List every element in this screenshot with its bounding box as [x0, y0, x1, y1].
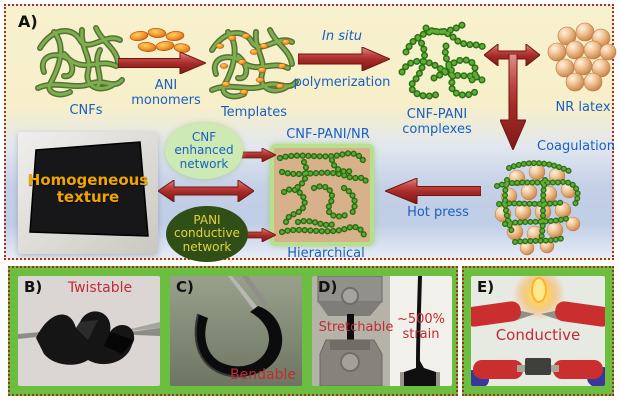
twisted-sample [36, 311, 135, 365]
panel-e-box: E) Conductive [462, 266, 614, 396]
composite-label: CNF-PANI/NR [286, 127, 370, 142]
bead-chains [398, 20, 490, 100]
ani-monomers-label: ANI monomers [131, 78, 201, 108]
panel-e: E) Conductive [471, 276, 605, 386]
alligator-clip-right [541, 301, 605, 327]
panel-a-tag: A) [18, 12, 38, 31]
panel-e-caption: Conductive [495, 326, 581, 344]
panel-c-tag: C) [176, 278, 194, 296]
template-fibers [209, 27, 299, 100]
bead-chains [276, 150, 370, 240]
double-arrow-icon [158, 180, 254, 202]
arrow-right-icon [118, 52, 206, 74]
black-sample [29, 141, 149, 237]
clamp-bottom [319, 339, 383, 386]
bead-chains [494, 160, 581, 245]
cnf-network-graphic [35, 25, 125, 98]
cnf-pani-complexes-graphic [398, 20, 490, 100]
sample-strip [347, 314, 354, 342]
arrow-left-icon [385, 178, 481, 204]
panel-a-scheme: A) [4, 4, 617, 262]
panel-b: B) Twistable [18, 276, 160, 386]
cnfs-label: CNFs [69, 103, 103, 118]
complexes-label: CNF-PANI complexes [402, 107, 472, 137]
arrow-down-icon [500, 54, 526, 150]
arrow-right-icon [298, 47, 390, 71]
twist-photo [18, 276, 160, 386]
templates-label: Templates [220, 105, 288, 120]
nr-latex-graphic [547, 22, 617, 92]
strain-label: ~500% strain [396, 312, 446, 342]
polymerization-label: polymerization [293, 75, 391, 90]
panel-bcd-box: B) Twistable C) Bendable [8, 266, 458, 396]
led-flame [531, 277, 547, 303]
sample-connection [471, 358, 605, 386]
panel-e-tag: E) [477, 278, 495, 296]
hierarchical-graphic [270, 144, 374, 246]
coagulation-label: Coagulation [537, 139, 615, 154]
hot-press-label: Hot press [407, 205, 469, 220]
texture-caption: Homogeneous texture [27, 171, 149, 206]
bent-sample [195, 306, 283, 377]
arrow-right-icon [238, 148, 276, 162]
pani-conductive-network-bubble: PANI conductive network [166, 206, 248, 262]
panel-d-tag: D) [318, 278, 338, 296]
bend-photo [170, 276, 302, 386]
stretch-photo [312, 276, 452, 386]
ani-monomer-blobs [129, 28, 191, 53]
in-situ-label: In situ [322, 29, 362, 44]
conductive-photo [471, 276, 605, 386]
stretched-strip [404, 276, 436, 386]
clamp-top [317, 276, 383, 316]
coagulation-graphic [494, 160, 581, 256]
panel-d: D) Stretchable ~500% strain [312, 276, 452, 386]
alligator-clip-left [471, 301, 535, 327]
panel-d-caption: Stretchable [318, 320, 394, 335]
template-ani-dots [215, 33, 291, 95]
tweezer [228, 276, 260, 313]
nr-latex-label: NR latex [555, 100, 611, 115]
cnf-enhanced-network-bubble: CNF enhanced network [165, 123, 243, 179]
templates-graphic [209, 27, 299, 100]
hierarchical-label: Hierarchical [287, 246, 365, 261]
panel-b-tag: B) [24, 278, 43, 296]
homogeneous-sample-photo [18, 132, 158, 254]
panel-c: C) Bendable [170, 276, 302, 386]
panel-c-caption: Bendable [230, 367, 296, 383]
panel-b-caption: Twistable [67, 280, 133, 296]
cnf-fibers [35, 25, 125, 98]
